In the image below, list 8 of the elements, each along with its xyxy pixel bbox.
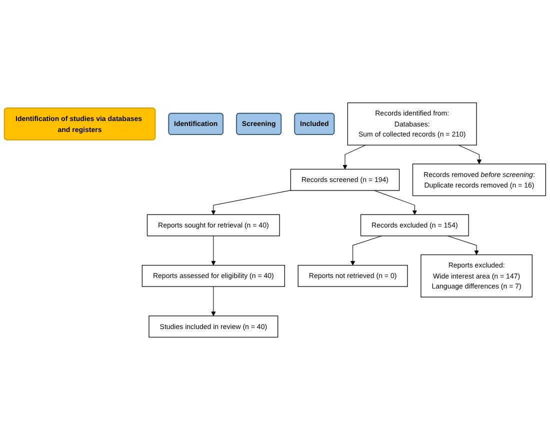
arrow — [350, 236, 382, 266]
arrow — [211, 236, 216, 266]
arrow — [374, 190, 418, 215]
arrow — [447, 236, 479, 255]
arrow — [211, 190, 291, 215]
arrow — [458, 144, 482, 164]
arrow — [211, 286, 216, 316]
arrow — [342, 144, 366, 170]
